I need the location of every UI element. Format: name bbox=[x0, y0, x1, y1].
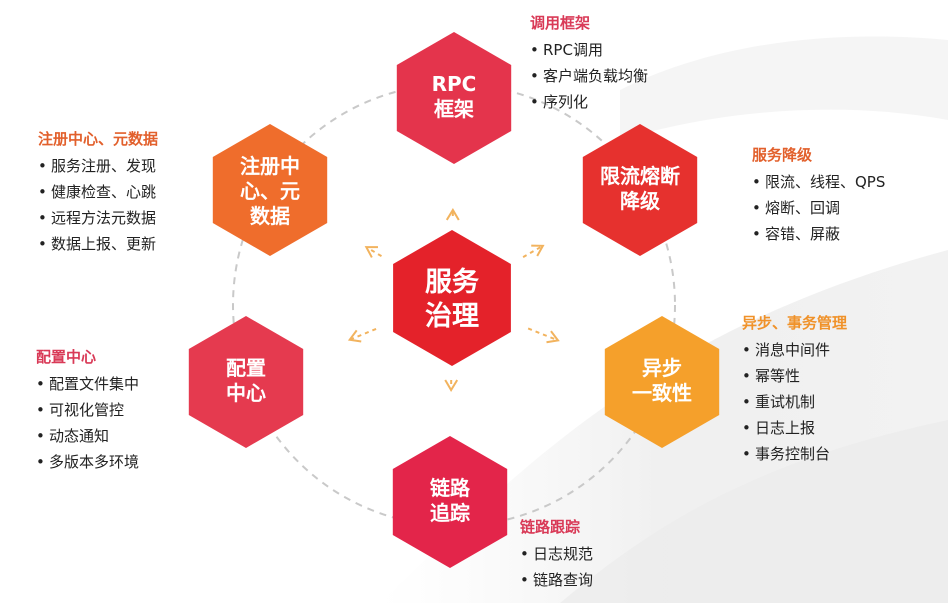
info-rpc: 调用框架 RPC调用客户端负载均衡序列化 bbox=[530, 12, 648, 115]
async-label: 异步 一致性 bbox=[632, 356, 692, 405]
info-item: 数据上报、更新 bbox=[38, 231, 158, 257]
info-item: 多版本多环境 bbox=[36, 449, 139, 475]
info-item: 日志规范 bbox=[520, 541, 593, 567]
info-title: 链路跟踪 bbox=[520, 518, 581, 536]
hex-center[interactable] bbox=[393, 230, 511, 366]
arrow-to-async bbox=[527, 327, 560, 344]
info-list: 日志规范链路查询 bbox=[520, 541, 593, 593]
info-item: 熔断、回调 bbox=[752, 195, 885, 221]
arrow-group bbox=[347, 208, 560, 392]
info-item: 动态通知 bbox=[36, 423, 139, 449]
center-label: 服务 治理 bbox=[425, 267, 479, 332]
hex-registry[interactable] bbox=[212, 124, 328, 256]
info-item: 序列化 bbox=[530, 89, 648, 115]
info-title: 调用框架 bbox=[530, 14, 591, 32]
info-item: 事务控制台 bbox=[742, 441, 847, 467]
info-item: 服务注册、发现 bbox=[38, 153, 158, 179]
info-trace: 链路跟踪 日志规范链路查询 bbox=[520, 516, 593, 593]
info-item: 限流、线程、QPS bbox=[752, 169, 885, 195]
arrow-to-config bbox=[347, 328, 377, 343]
info-item: 重试机制 bbox=[742, 389, 847, 415]
info-item: 容错、屏蔽 bbox=[752, 221, 885, 247]
info-item: 日志上报 bbox=[742, 415, 847, 441]
rpc-label: RPC 框架 bbox=[431, 72, 477, 121]
registry-label: 注册中 心、元 数据 bbox=[240, 154, 300, 228]
info-list: 服务注册、发现健康检查、心跳远程方法元数据数据上报、更新 bbox=[38, 153, 158, 257]
info-list: 消息中间件幂等性重试机制日志上报事务控制台 bbox=[742, 337, 847, 467]
info-item: 可视化管控 bbox=[36, 397, 139, 423]
info-item: 幂等性 bbox=[742, 363, 847, 389]
info-config: 配置中心 配置文件集中可视化管控动态通知多版本多环境 bbox=[36, 346, 139, 475]
hex-trace[interactable] bbox=[392, 436, 508, 568]
ratelimit-label: 限流熔断 降级 bbox=[600, 164, 680, 213]
info-title: 服务降级 bbox=[752, 146, 813, 164]
hex-rpc[interactable] bbox=[396, 32, 512, 164]
info-item: 消息中间件 bbox=[742, 337, 847, 363]
info-item: 配置文件集中 bbox=[36, 371, 139, 397]
info-title: 注册中心、元数据 bbox=[38, 130, 159, 148]
info-title: 异步、事务管理 bbox=[742, 314, 848, 332]
info-list: RPC调用客户端负载均衡序列化 bbox=[530, 37, 648, 115]
arrow-to-ratelimit bbox=[522, 244, 545, 259]
arrow-to-rpc bbox=[445, 208, 460, 221]
hex-async[interactable] bbox=[604, 316, 720, 448]
info-async: 异步、事务管理 消息中间件幂等性重试机制日志上报事务控制台 bbox=[742, 312, 847, 467]
info-ratelimit: 服务降级 限流、线程、QPS熔断、回调容错、屏蔽 bbox=[752, 144, 885, 247]
hex-ratelimit[interactable] bbox=[582, 124, 698, 256]
arrow-to-trace bbox=[444, 379, 459, 392]
info-registry: 注册中心、元数据 服务注册、发现健康检查、心跳远程方法元数据数据上报、更新 bbox=[38, 128, 158, 257]
info-list: 限流、线程、QPS熔断、回调容错、屏蔽 bbox=[752, 169, 885, 247]
arrow-to-registry bbox=[364, 246, 382, 258]
info-item: RPC调用 bbox=[530, 37, 648, 63]
info-title: 配置中心 bbox=[36, 348, 97, 366]
info-list: 配置文件集中可视化管控动态通知多版本多环境 bbox=[36, 371, 139, 475]
info-item: 健康检查、心跳 bbox=[38, 179, 158, 205]
info-item: 客户端负载均衡 bbox=[530, 63, 648, 89]
trace-label: 链路 追踪 bbox=[430, 476, 470, 525]
hex-config[interactable] bbox=[188, 316, 304, 448]
config-label: 配置 中心 bbox=[226, 356, 266, 405]
info-item: 远程方法元数据 bbox=[38, 205, 158, 231]
info-item: 链路查询 bbox=[520, 567, 593, 593]
